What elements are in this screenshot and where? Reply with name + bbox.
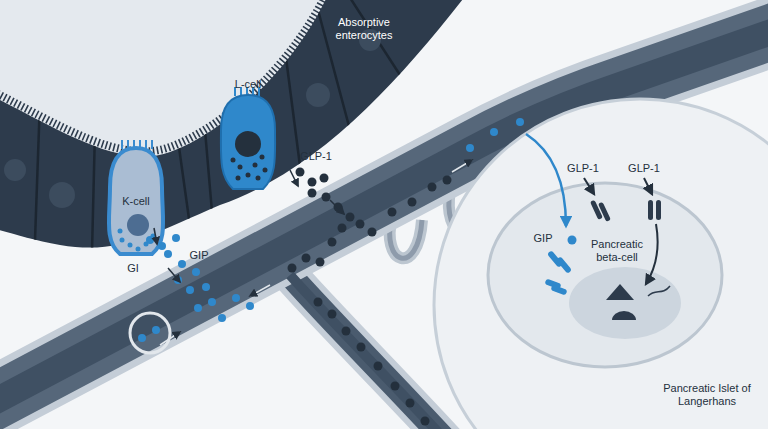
receptor-arrows — [584, 178, 658, 284]
enterocyte-nuclei — [4, 29, 381, 208]
l-cell: L-cell — [215, 92, 281, 192]
beta-cell-outline — [485, 180, 725, 370]
k-cell-label: K-cell — [102, 195, 170, 208]
hormone-label: GLP-1 — [296, 150, 336, 163]
vessel-cross-section — [130, 313, 170, 353]
gip-receptor — [544, 250, 572, 295]
nucleus-detail — [648, 286, 670, 296]
beta-cell-nucleus — [569, 267, 681, 339]
cell-type-label: Absorptive enterocytes — [318, 16, 410, 42]
gip-molecules — [138, 118, 577, 342]
glp1-molecules — [288, 168, 452, 426]
nucleus-detail — [612, 311, 636, 320]
beta-cell-label: Pancreatic beta-cell — [577, 238, 657, 264]
islet-of-langerhans: Pancreatic Islet of Langerhans Pancreatic… — [430, 95, 768, 429]
k-cell: K-cell — [102, 145, 170, 257]
glp1-receptor — [590, 200, 661, 222]
islet-of-langerhans-label: Pancreatic Islet of Langerhans — [652, 382, 762, 408]
l-cell-label: L-cell — [211, 78, 285, 91]
hormone-label: GI — [122, 262, 144, 275]
l-cell-outline — [215, 92, 281, 192]
nucleus-detail — [606, 284, 634, 300]
gip-delivery-arrow — [526, 134, 566, 226]
beta-cell: Pancreatic beta-cell — [485, 180, 725, 370]
flow-arrows — [154, 160, 472, 345]
hormone-label: GIP — [184, 249, 214, 262]
